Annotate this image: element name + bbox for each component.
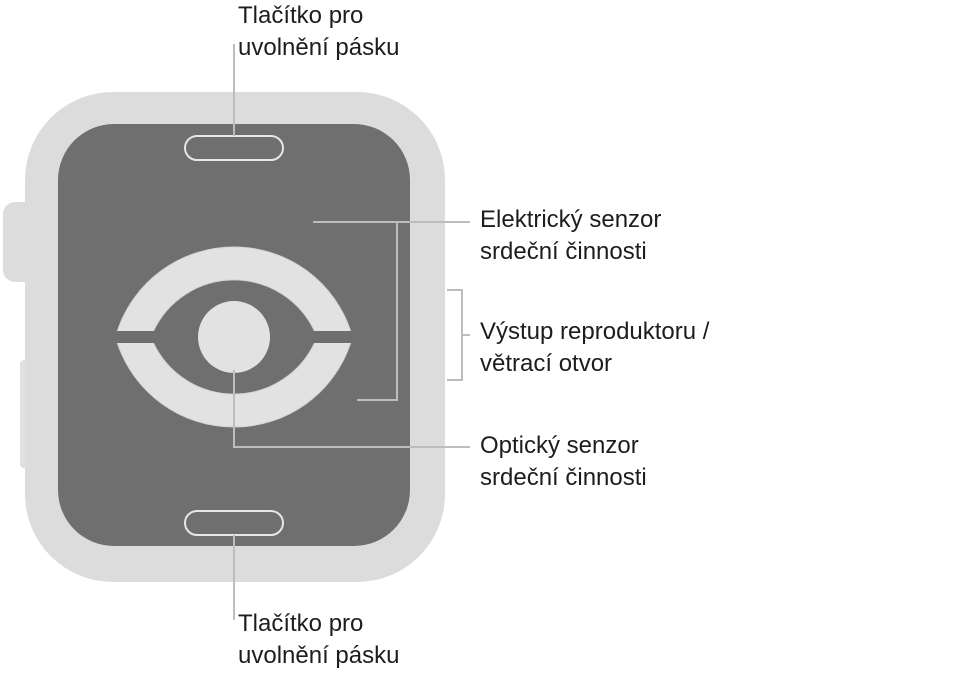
electrical-sensor-label-line2: srdeční činnosti <box>480 238 647 265</box>
band-release-label-top-line2: uvolnění pásku <box>238 34 400 61</box>
optical-sensor <box>198 301 270 373</box>
callout-line-electric-bracket <box>357 222 398 401</box>
band-release-button-bottom <box>184 510 284 536</box>
electrical-sensor-label: Elektrický senzor srdeční činnosti <box>480 204 661 268</box>
speaker-vent-label: Výstup reproduktoru / větrací otvor <box>480 316 709 380</box>
optical-sensor-label-line1: Optický senzor <box>480 432 639 459</box>
optical-sensor-label-line2: srdeční činnosti <box>480 464 647 491</box>
speaker-vent-label-line2: větrací otvor <box>480 350 613 377</box>
ring-gap-left <box>96 331 154 343</box>
speaker-vent-label-line1: Výstup reproduktoru / <box>480 318 710 345</box>
callout-line-speaker <box>447 289 463 381</box>
callout-lines <box>233 44 470 620</box>
callout-line-optical <box>233 370 470 448</box>
band-release-label-bottom: Tlačítko pro uvolnění pásku <box>238 608 399 672</box>
band-release-label-top: Tlačítko pro uvolnění pásku <box>238 0 399 64</box>
band-release-label-top-line1: Tlačítko pro <box>238 2 364 29</box>
electrical-sensor-ring-bottom <box>116 341 352 428</box>
optical-sensor-label: Optický senzor srdeční činnosti <box>480 430 647 494</box>
electrical-sensor-ring-top <box>116 246 352 333</box>
electrical-sensor-label-line1: Elektrický senzor <box>480 206 662 233</box>
band-release-label-bottom-line2: uvolnění pásku <box>238 642 400 669</box>
band-release-button-top <box>184 135 284 161</box>
ring-gap-right <box>314 331 372 343</box>
band-release-label-bottom-line1: Tlačítko pro <box>238 610 364 637</box>
